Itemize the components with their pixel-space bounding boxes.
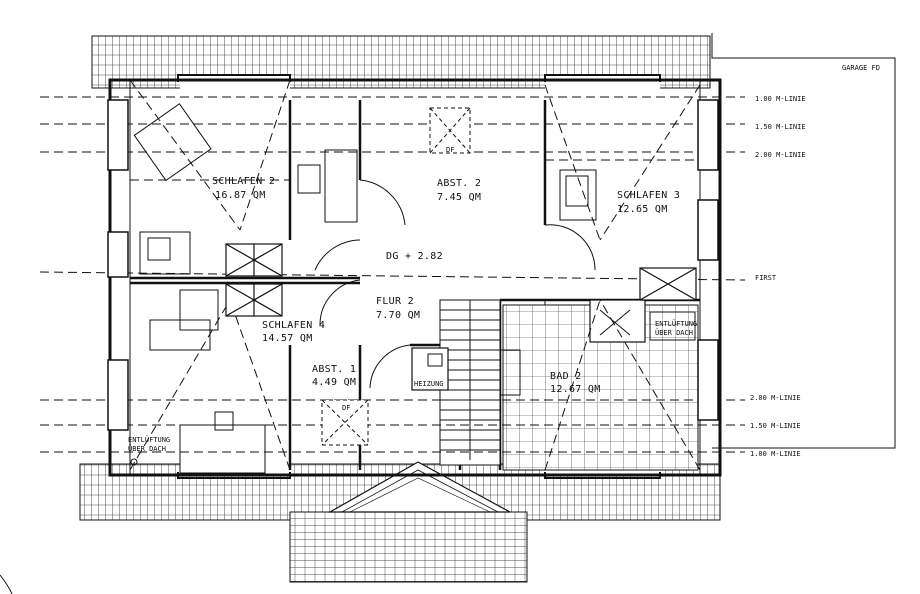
vent-right-line1: ENTLÜFTUNG bbox=[655, 319, 697, 328]
vent-right-line2: ÜBER DACH bbox=[655, 328, 693, 337]
room-dg-label: DG + 2.82 bbox=[386, 251, 443, 262]
heizung-label: HEIZUNG bbox=[414, 380, 444, 388]
room-abst1-name: ABST. 1 bbox=[312, 364, 356, 375]
room-abst2-name: ABST. 2 bbox=[437, 178, 481, 189]
room-bad2-name: BAD 2 bbox=[550, 371, 582, 382]
vent-labels: ENTLÜFTUNG ÜBER DACH ENTLÜFTUNG ÜBER DAC… bbox=[128, 319, 697, 466]
room-abst2-area: 7.45 QM bbox=[437, 192, 481, 203]
room-schlafen4-name: SCHLAFEN 4 bbox=[262, 320, 325, 331]
room-schlafen2-area: 16.87 QM bbox=[215, 190, 266, 201]
furniture bbox=[133, 103, 696, 474]
vent-left-line1: ENTLÜFTUNG bbox=[128, 435, 170, 444]
line-top-150: 1.50 M-LINIE bbox=[755, 123, 806, 131]
staircase bbox=[439, 299, 501, 466]
wall-openings bbox=[107, 99, 719, 431]
room-schlafen2-name: SCHLAFEN 2 bbox=[212, 176, 275, 187]
room-abst1-area: 4.49 QM bbox=[312, 377, 356, 388]
room-bad2-area: 12.67 QM bbox=[550, 384, 601, 395]
room-schlafen3-area: 12.65 QM bbox=[617, 204, 668, 215]
m-line-labels: 1.00 M-LINIE 1.50 M-LINIE 2.00 M-LINIE F… bbox=[750, 95, 806, 458]
line-bot-100: 1.00 M-LINIE bbox=[750, 450, 801, 458]
garage-outline: GARAGE FD bbox=[711, 33, 896, 449]
df-label-bottom: DF bbox=[342, 404, 350, 412]
chimney-blocks bbox=[225, 243, 697, 317]
room-labels: SCHLAFEN 2 16.87 QM ABST. 2 7.45 QM SCHL… bbox=[212, 176, 680, 395]
df-label-top: DF bbox=[446, 146, 454, 154]
line-bot-150: 1.50 M-LINIE bbox=[750, 422, 801, 430]
room-schlafen4-area: 14.57 QM bbox=[262, 333, 313, 344]
room-flur2-area: 7.70 QM bbox=[376, 310, 420, 321]
m-lines bbox=[39, 96, 746, 453]
roof-ridge-lines bbox=[129, 79, 701, 471]
line-top-100: 1.00 M-LINIE bbox=[755, 95, 806, 103]
room-schlafen3-name: SCHLAFEN 3 bbox=[617, 190, 680, 201]
room-flur2-name: FLUR 2 bbox=[376, 296, 414, 307]
skylights bbox=[321, 107, 471, 446]
garage-label: GARAGE FD bbox=[842, 64, 880, 72]
line-top-200: 2.00 M-LINIE bbox=[755, 151, 806, 159]
line-first: FIRST bbox=[755, 274, 777, 282]
line-bot-200: 2.00 M-LINIE bbox=[750, 394, 801, 402]
vent-left-line2: ÜBER DACH bbox=[128, 444, 166, 453]
corner-arc bbox=[0, 574, 13, 594]
